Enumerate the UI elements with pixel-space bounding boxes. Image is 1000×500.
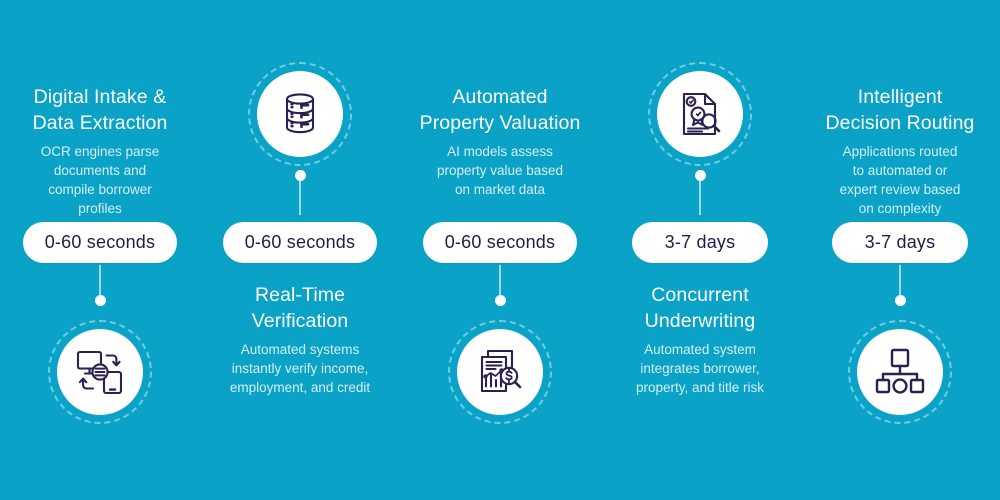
connector-line [899,265,901,295]
stage-description: OCR engines parse documents and compile … [40,144,160,216]
stage-title: Digital Intake & Data Extraction [32,86,168,134]
dashed-ring [848,320,952,424]
stage-title: Intelligent Decision Routing [825,86,975,134]
stage-duration-row: 3-7 days [600,222,800,263]
connector-line [699,181,701,215]
connector-dot [294,170,306,181]
icon-medallion [848,320,952,424]
certificate-review-icon [674,88,726,140]
financial-report-chart-icon [474,346,526,398]
stage-connector [400,265,600,323]
timeline-stage-3: Automated Property Valuation AI models as… [400,0,600,500]
stage-description: Automated systems instantly verify incom… [229,342,371,395]
stage-description: Applications routed to automated or expe… [839,144,961,216]
connector-dot [694,170,706,181]
stage-connector [600,170,800,228]
icon-medallion [48,320,152,424]
stage-duration-row: 0-60 seconds [400,222,600,263]
stage-icon-cell [200,62,400,166]
dashed-ring [648,62,752,166]
stage-duration-row: 0-60 seconds [0,222,200,263]
stage-title: Automated Property Valuation [419,86,581,134]
connector-dot [494,295,506,306]
data-sync-devices-icon [74,346,126,398]
dashed-ring [448,320,552,424]
stage-icon-cell [600,62,800,166]
icon-medallion [648,62,752,166]
connector-line [499,265,501,295]
stage-duration-badge[interactable]: 0-60 seconds [22,222,178,263]
stage-duration-badge[interactable]: 0-60 seconds [222,222,378,263]
dashed-ring [248,62,352,166]
icon-medallion [248,62,352,166]
stage-description: AI models assess property value based on… [436,144,564,197]
database-stack-icon [274,88,326,140]
stage-connector [200,170,400,228]
connector-line [99,265,101,295]
stage-icon-cell [400,320,600,424]
connector-dot [94,295,106,306]
stage-title: Concurrent Underwriting [644,284,756,332]
dashed-ring [48,320,152,424]
stage-icon-cell [800,320,1000,424]
stage-connector [0,265,200,323]
connector-line [299,181,301,215]
connector-dot [894,295,906,306]
stage-icon-cell [0,320,200,424]
stage-title: Real-Time Verification [251,284,349,332]
stage-duration-row: 3-7 days [800,222,1000,263]
stage-duration-row: 0-60 seconds [200,222,400,263]
stage-duration-badge[interactable]: 3-7 days [632,222,768,263]
stage-duration-badge[interactable]: 3-7 days [832,222,968,263]
stage-description: Automated system integrates borrower, pr… [635,342,765,395]
hierarchy-routing-icon [874,346,926,398]
stage-connector [800,265,1000,323]
stage-duration-badge[interactable]: 0-60 seconds [422,222,578,263]
stage-text-block: Automated Property Valuation AI models as… [400,84,600,199]
icon-medallion [448,320,552,424]
